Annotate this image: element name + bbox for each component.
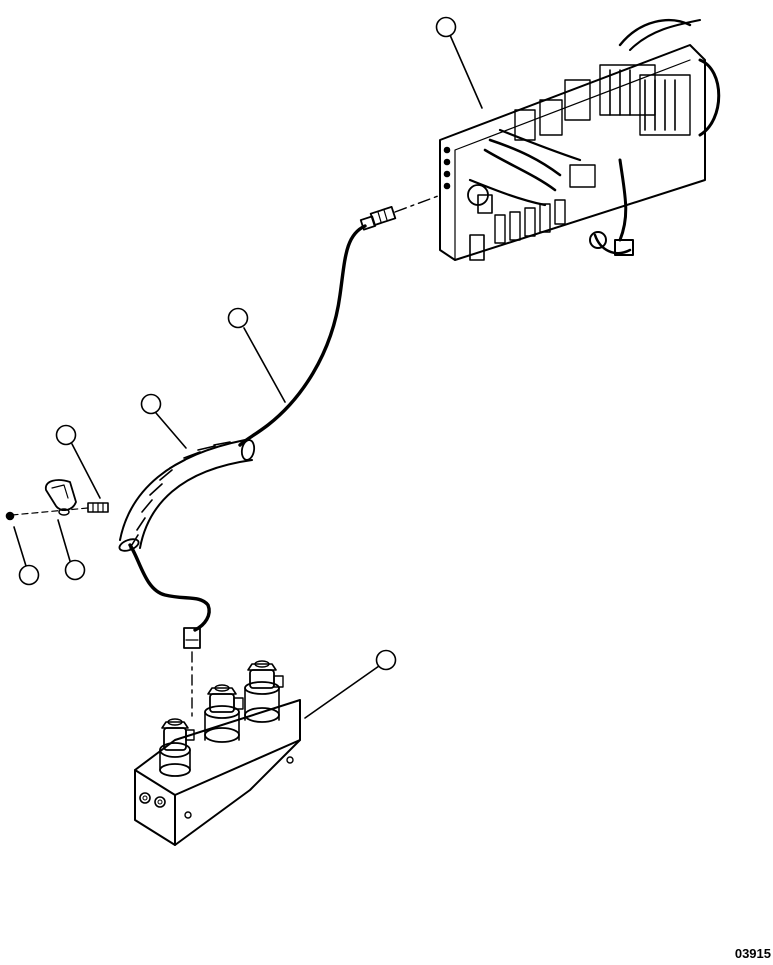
valve-manifold bbox=[134, 660, 301, 846]
cable-harness bbox=[128, 224, 367, 632]
callout-valve-manifold bbox=[304, 649, 397, 719]
clamp-screw bbox=[87, 502, 109, 513]
connector-alignment-line bbox=[394, 195, 439, 213]
callout-cable-harness bbox=[227, 307, 286, 403]
spiral-wrap bbox=[118, 439, 256, 552]
callout-control-board bbox=[435, 16, 483, 109]
clamp-alignment-line bbox=[11, 507, 89, 516]
harness-plug bbox=[183, 627, 201, 649]
harness-connector bbox=[359, 205, 397, 231]
callout-cable-clamp bbox=[57, 519, 86, 581]
cable-clamp bbox=[45, 479, 77, 516]
callout-clamp-screw bbox=[55, 424, 101, 499]
callout-clamp-nut bbox=[13, 526, 40, 586]
figure-number: 03915 bbox=[734, 946, 771, 961]
clamp-nut bbox=[5, 511, 15, 521]
control-board bbox=[439, 18, 721, 261]
callout-spiral-wrap bbox=[140, 393, 187, 449]
